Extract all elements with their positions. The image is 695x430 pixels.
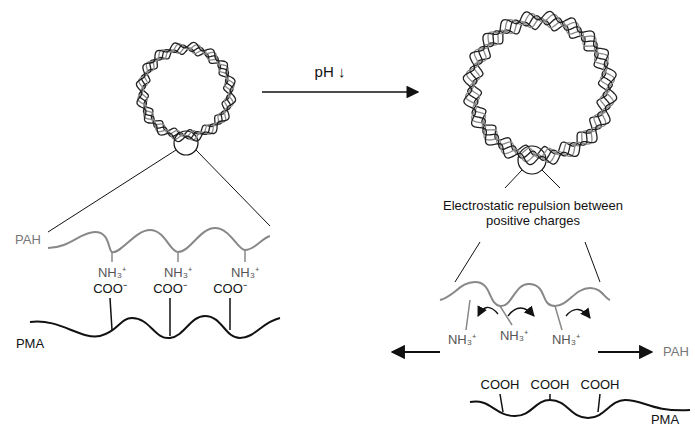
- zoom-leader: [542, 170, 560, 188]
- capsule-layer: [473, 21, 608, 156]
- separation-arrow: [598, 351, 652, 353]
- chem-label: NH₃⁺: [98, 266, 126, 281]
- pah-side-chain: [111, 252, 113, 262]
- condition-label: pH ↓: [315, 63, 346, 80]
- annotation: Electrostatic repulsion between positive…: [438, 199, 628, 229]
- text-leader: [585, 242, 600, 282]
- repulsion-arrow: [508, 308, 534, 316]
- pah-side-chain: [500, 306, 512, 325]
- capsule-layer: [136, 42, 235, 141]
- capsule-layer: [470, 18, 610, 158]
- chem-label: PAH: [15, 233, 41, 248]
- pma-side-chain: [549, 394, 551, 400]
- chem-label: COO⁻: [213, 282, 247, 297]
- chem-label: PMA: [651, 412, 679, 427]
- zoom-leader: [48, 150, 176, 232]
- pah-side-chain: [244, 250, 246, 262]
- pma-side-chain: [598, 394, 600, 412]
- chem-label: NH₃⁺: [164, 266, 192, 281]
- pma-chain: [30, 316, 280, 338]
- capsule-layer: [138, 44, 234, 140]
- pah-side-chain: [555, 306, 562, 330]
- reaction-arrow: [262, 91, 418, 93]
- chem-label: COOH: [581, 378, 620, 393]
- chem-label: COO⁻: [93, 282, 127, 297]
- pah-chain: [48, 228, 270, 252]
- separation-arrow: [392, 351, 440, 353]
- chem-label: PAH: [663, 345, 689, 360]
- chem-label: NH₃⁺: [448, 333, 476, 348]
- chem-label: NH₃⁺: [231, 266, 259, 281]
- chem-label: PMA: [16, 337, 44, 352]
- capsule-layer: [466, 14, 615, 163]
- capsule-layer: [463, 11, 616, 164]
- chem-label: COOH: [531, 378, 570, 393]
- repulsion-arrow: [566, 309, 590, 318]
- chem-label: NH₃⁺: [500, 329, 528, 344]
- chem-label: COO⁻: [153, 282, 187, 297]
- pma-side-chain: [169, 298, 171, 336]
- capsule-layer: [468, 16, 613, 161]
- pma-side-chain: [110, 298, 112, 330]
- pah-side-chain: [177, 252, 179, 262]
- pah-chain: [440, 282, 610, 306]
- pma-side-chain: [229, 298, 231, 330]
- text-leader: [455, 242, 480, 282]
- pah-side-chain: [466, 300, 470, 330]
- repulsion-arrow: [478, 307, 498, 316]
- pma-side-chain: [500, 394, 503, 412]
- chem-label: NH₃⁺: [552, 333, 580, 348]
- chem-label: COOH: [481, 378, 520, 393]
- zoom-leader: [196, 150, 270, 226]
- zoom-leader: [505, 170, 522, 188]
- capsule-layer: [139, 45, 233, 139]
